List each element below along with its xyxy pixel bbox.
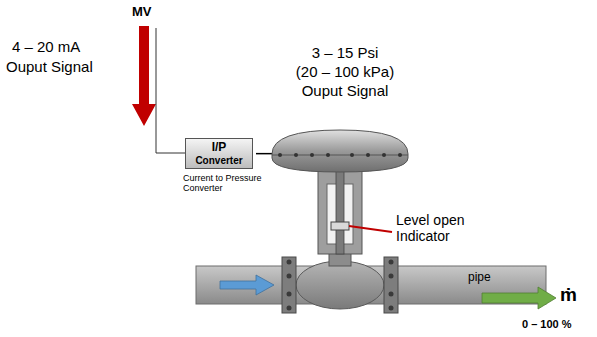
signal-wire [156,28,185,153]
flange-bolts [287,260,394,311]
position-indicator [331,222,349,230]
signal-range: 3 – 15 Psi [270,44,420,61]
valve-body [296,261,384,309]
range-label: 0 – 100 % [522,318,572,331]
flange [282,257,296,313]
signal-range: (20 – 100 kPa) [270,63,420,80]
actuator-diaphragm [272,130,408,172]
flow-symbol: ṁ [560,284,577,306]
signal-caption: Ouput Signal [6,58,93,75]
flow-out-arrow [482,287,556,309]
signal-caption: Ouput Signal [270,82,420,99]
flange [384,257,398,313]
signal-name: MV [132,5,152,20]
signal-range: 4 – 20 mA [12,38,80,55]
leader-line [349,226,392,232]
callout-label: Level open Indicator [396,212,482,244]
valve-stem [336,170,344,254]
yoke [318,170,362,254]
converter-box: I/PConverter [185,138,253,169]
part-note: Current to Pressure Converter [183,173,267,194]
mv-arrow [132,26,156,126]
flow-in-arrow [220,275,274,295]
part-name: pipe [468,271,491,285]
box-text: Converter [192,155,246,167]
box-title: I/P [192,141,246,155]
